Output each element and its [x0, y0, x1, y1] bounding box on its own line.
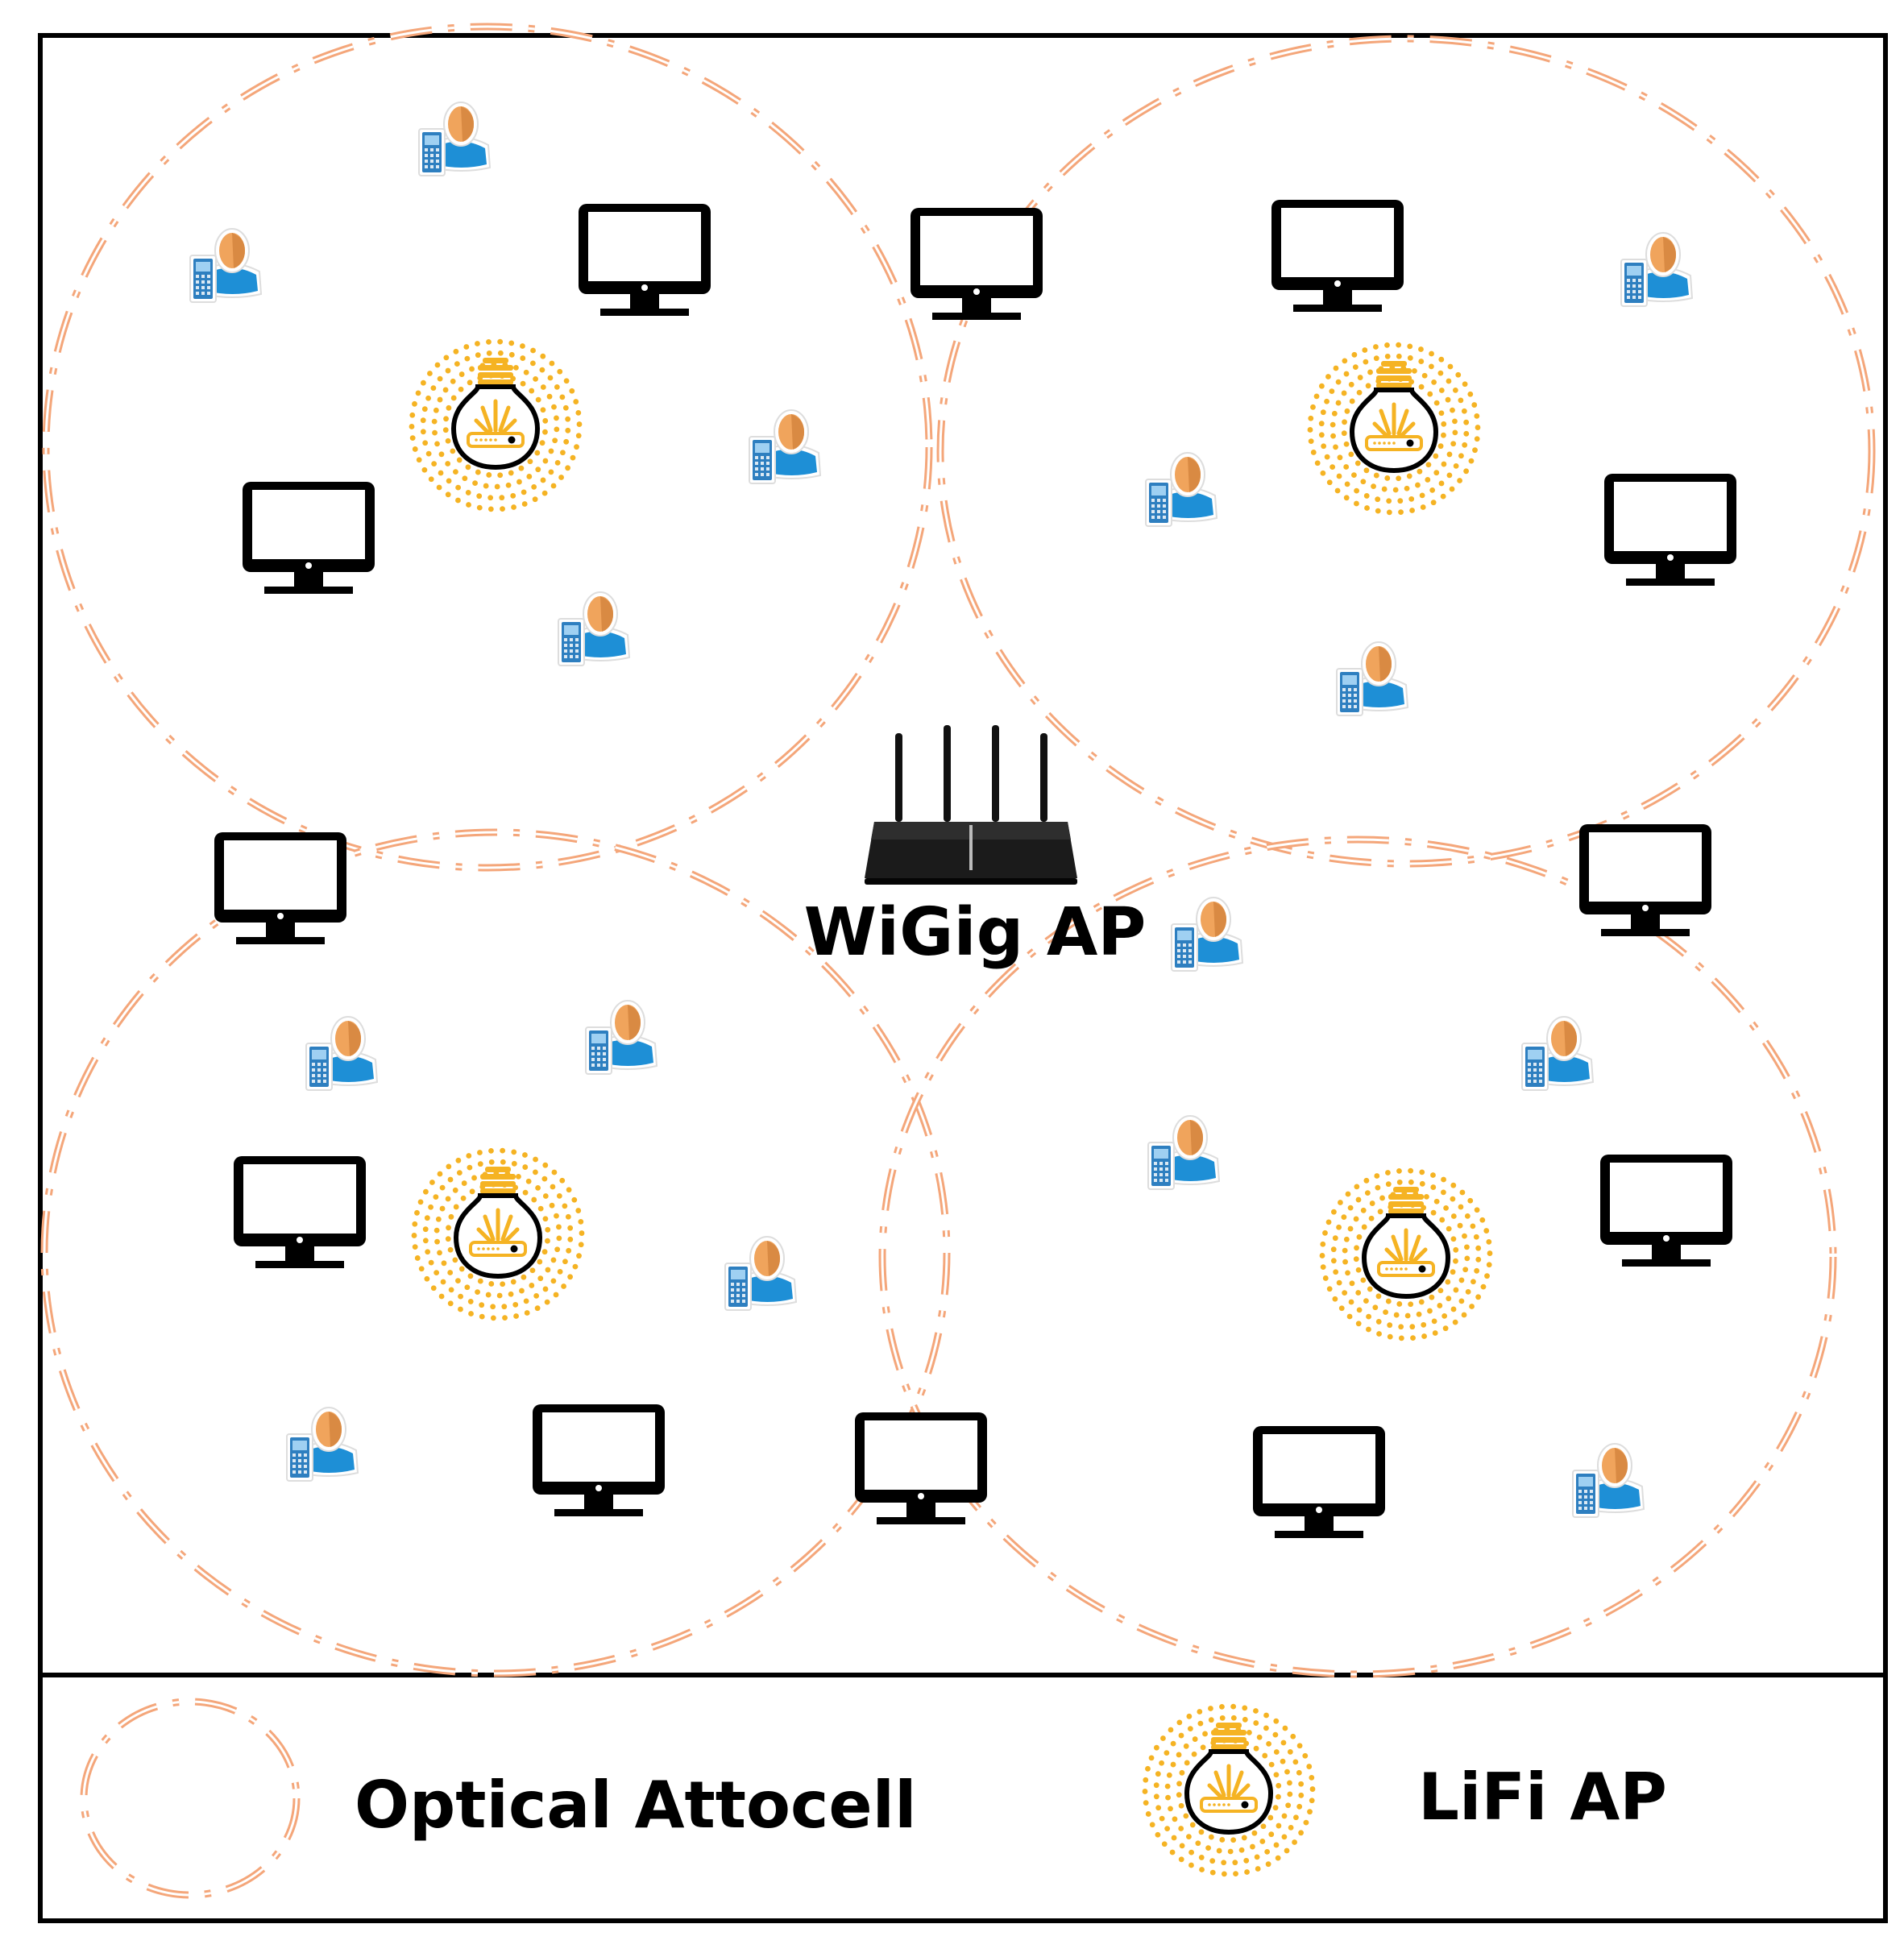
optical-attocell-inner [44, 25, 931, 869]
legend-lifi-label: LiFi AP [1418, 1760, 1667, 1835]
desktop-monitor-icon [911, 208, 1043, 320]
mobile-user-icon [1336, 641, 1408, 716]
legend-attocell-icon-inner [82, 1700, 298, 1897]
mobile-user-icon [305, 1016, 378, 1091]
wigig-router-icon [865, 725, 1077, 885]
legend-attocell-icon [80, 1698, 301, 1899]
lifi-halo [1142, 1703, 1316, 1877]
desktop-monitor-icon [579, 204, 711, 316]
desktop-monitor-icon [1253, 1426, 1385, 1538]
desktop-monitor-icon [234, 1156, 366, 1268]
desktop-monitor-icon [1604, 474, 1736, 586]
mobile-user-icon [1145, 452, 1217, 527]
mobile-user-icon [558, 591, 630, 666]
desktop-monitor-icon [214, 832, 346, 944]
lifi-halo [1319, 1167, 1493, 1341]
lifi-halo [409, 338, 583, 512]
optical-attocell-inner [881, 838, 1835, 1676]
mobile-user-icon [585, 1000, 657, 1075]
mobile-user-icon [1620, 232, 1693, 307]
mobile-user-icon [1171, 897, 1243, 972]
desktop-monitor-icon [1271, 200, 1404, 312]
lifi-halo [1307, 342, 1481, 516]
desktop-monitor-icon [855, 1412, 987, 1524]
legend-panel [38, 1673, 1888, 1923]
mobile-user-icon [1521, 1016, 1594, 1091]
mobile-user-icon [1572, 1443, 1645, 1518]
mobile-user-icon [749, 409, 821, 484]
desktop-monitor-icon [1600, 1155, 1732, 1267]
optical-attocell-inner [43, 831, 948, 1675]
optical-attocell-inner [939, 37, 1873, 865]
desktop-monitor-icon [533, 1404, 665, 1516]
lifi-halo [411, 1147, 585, 1321]
desktop-monitor-icon [1579, 824, 1711, 936]
legend-cell-label: Optical Attocell [355, 1768, 917, 1843]
router-label: WiGig AP [804, 894, 1147, 971]
desktop-monitor-icon [243, 482, 375, 594]
mobile-user-icon [1147, 1115, 1220, 1190]
mobile-user-icon [418, 102, 491, 176]
mobile-user-icon [724, 1236, 797, 1311]
mobile-user-icon [286, 1407, 359, 1482]
mobile-user-icon [189, 228, 262, 303]
